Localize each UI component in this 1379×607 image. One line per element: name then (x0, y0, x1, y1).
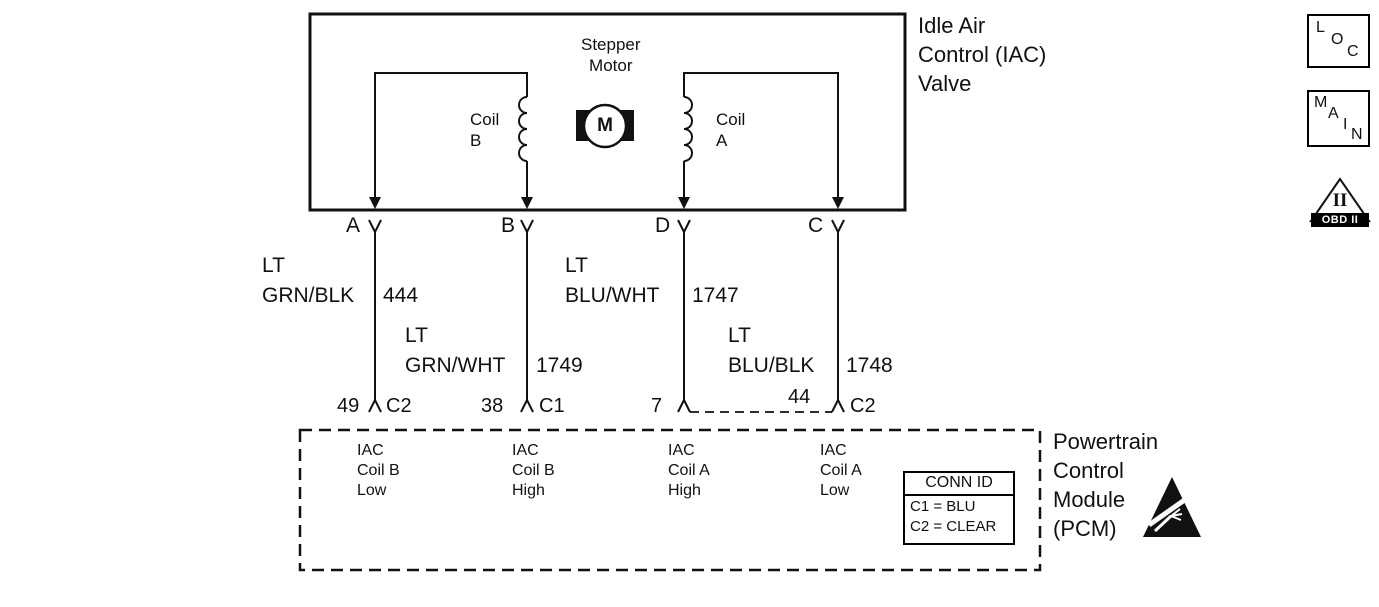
terminal-arrowheads (369, 197, 844, 209)
conn-id-box: CONN ID C1 = BLU C2 = CLEAR (903, 471, 1015, 545)
wire-a-color-label: LT GRN/BLK (262, 251, 354, 311)
pcm-function-coil-a-low: IAC Coil A Low (820, 442, 862, 499)
wire-a-circuit-number: 444 (383, 284, 419, 307)
coil-a-circuit (683, 72, 839, 198)
pcm-function-coil-b-high: IAC Coil B High (512, 442, 555, 499)
coil-b-symbol (518, 96, 528, 162)
pcm-function-coil-a-high: IAC Coil A High (668, 442, 710, 499)
pin-44-number: 44 (788, 386, 811, 408)
pin-49-number: 49 (337, 395, 360, 417)
pcm-box (298, 428, 1042, 572)
wire-c-color: BLU/BLK (728, 354, 815, 377)
wire-d-color-label: LT BLU/WHT (565, 251, 660, 311)
coil-b-label: Coil B (470, 110, 500, 150)
loc-letter-l: L (1316, 19, 1325, 36)
iac-valve-box (308, 12, 907, 212)
obd2-banner: OBD II (1311, 213, 1369, 227)
main-badge: M A I N (1307, 90, 1370, 147)
loc-letter-c: C (1347, 43, 1359, 60)
terminal-c-label: C (808, 214, 824, 237)
coil-a-label: Coil A (716, 110, 746, 150)
wire-d-color: BLU/WHT (565, 284, 660, 307)
pin-49-connector: C2 (386, 395, 412, 417)
wire-b-color: GRN/WHT (405, 354, 506, 377)
obd2-numeral: II (1332, 190, 1348, 211)
conn-id-title: CONN ID (905, 473, 1013, 496)
conn-id-row-c2: C2 = CLEAR (910, 518, 997, 535)
pin-38-number: 38 (481, 395, 504, 417)
wire-b-circuit-number: 1749 (536, 354, 583, 377)
loc-letter-o: O (1331, 31, 1344, 48)
motor-letter: M (597, 115, 613, 136)
main-letter-i: I (1343, 116, 1348, 133)
pcm-function-coil-b-low: IAC Coil B Low (357, 442, 400, 499)
main-letter-m: M (1314, 94, 1328, 111)
terminal-a-label: A (346, 214, 361, 237)
main-letter-a: A (1328, 105, 1339, 122)
terminal-b-label: B (501, 214, 516, 237)
conn-id-row-c1: C1 = BLU (910, 498, 976, 515)
valve-terminal-forks (368, 219, 845, 235)
coil-b-circuit (374, 72, 528, 198)
stepper-motor-label: Stepper Motor (581, 35, 641, 75)
wire-d-circuit-number: 1747 (692, 284, 739, 307)
pin-44-connector: C2 (850, 395, 876, 417)
wire-c-color-label: LT BLU/BLK (728, 321, 814, 381)
wire-a-prefix: LT (262, 254, 285, 277)
stepper-motor-symbol (576, 103, 634, 149)
pin-7-number: 7 (651, 395, 663, 417)
wire-a-color: GRN/BLK (262, 284, 355, 307)
wire-runs (374, 232, 839, 400)
wire-b-color-label: LT GRN/WHT (405, 321, 505, 381)
pcm-title: Powertrain Control Module (PCM) (1053, 429, 1159, 541)
main-letter-n: N (1351, 126, 1363, 143)
wire-b-prefix: LT (405, 324, 428, 347)
terminal-d-label: D (655, 214, 671, 237)
pcm-pin-forks (368, 397, 845, 413)
coil-a-symbol (683, 96, 693, 162)
wire-c-circuit-number: 1748 (846, 354, 893, 377)
iac-valve-title: Idle Air Control (IAC) Valve (918, 13, 1047, 96)
esd-warning-icon (1143, 477, 1201, 537)
wire-c-prefix: LT (728, 324, 751, 347)
pin-38-connector: C1 (539, 395, 565, 417)
wire-d-prefix: LT (565, 254, 588, 277)
loc-badge: L O C (1307, 14, 1370, 68)
